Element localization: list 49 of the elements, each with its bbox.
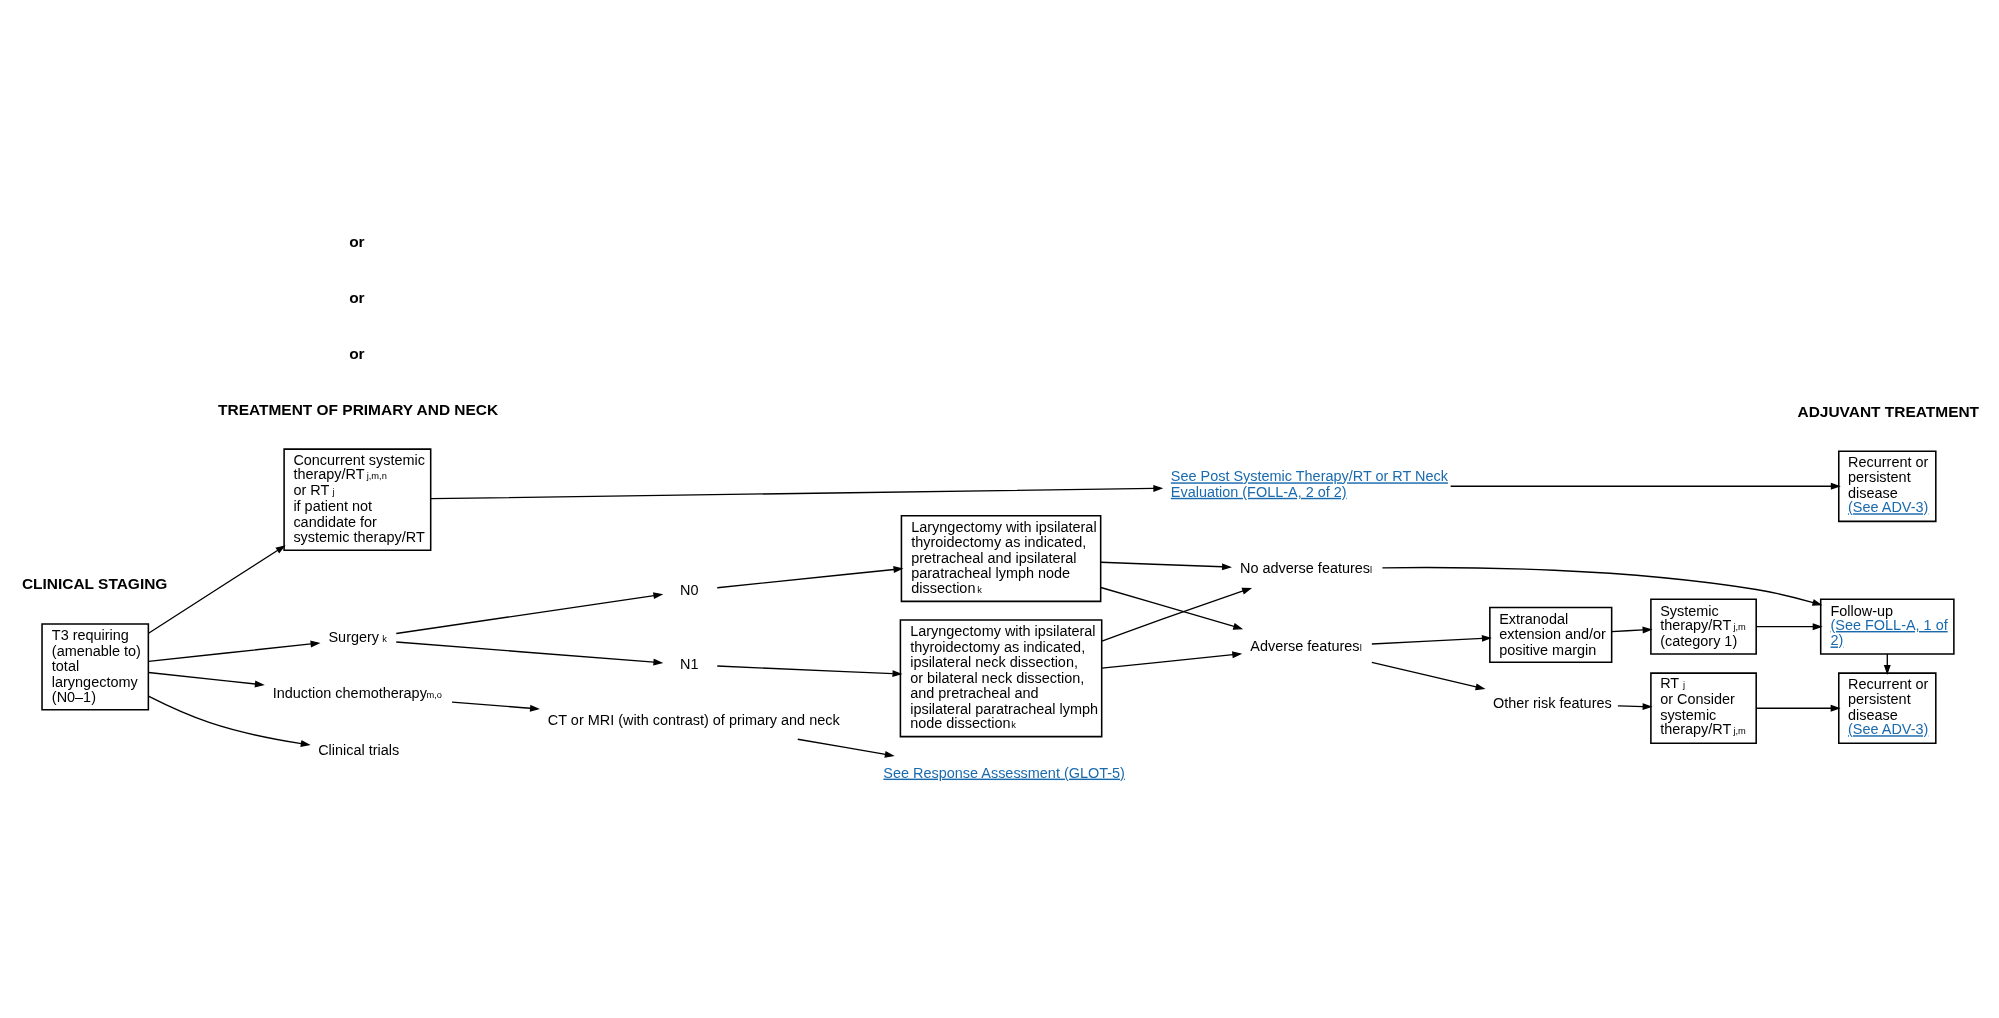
arrow [1371, 634, 1492, 645]
arrow [451, 700, 540, 712]
label: TREATMENT OF PRIMARY AND NECK [218, 400, 499, 418]
arrow [1100, 561, 1232, 570]
label: ADJUVANT TREATMENT [1797, 402, 1980, 420]
node-text: See Response Assessment (GLOT-5) [883, 764, 1125, 781]
arrow [1611, 626, 1653, 633]
label: CLINICAL STAGING [21, 574, 168, 592]
arrow [1755, 704, 1841, 712]
node-box: T3 requiring (amenable to) total laryngectomy (N0–1) [41, 622, 150, 711]
arrow [1371, 661, 1486, 690]
node-box: Extranodal extension and/or positive margin [1489, 606, 1613, 663]
arrow [147, 695, 311, 747]
node-text: Clinical trials [318, 741, 400, 758]
arrow [1381, 566, 1823, 606]
arrow [430, 484, 1164, 499]
node-box: RTj or Consider systemic therapy/RTj,m [1650, 671, 1757, 744]
node-text: No adverse featuresl [1240, 559, 1373, 576]
arrow [716, 664, 903, 677]
node-text: See Post Systemic Therapy/RT or RT Neck Evaluation (FOLL-A, 2 of 2) [1170, 467, 1448, 500]
node-text: N1 [680, 655, 699, 672]
node-box: Laryngectomy with ipsilateral thyroidectomy as indicated, pretracheal and ipsilateral paratracheal lymph node dissectionk [900, 514, 1102, 602]
arrow [1101, 650, 1243, 669]
arrow [797, 738, 895, 758]
arrow [147, 544, 286, 634]
label: or [349, 232, 365, 250]
arrow [1100, 586, 1244, 630]
arrow [395, 640, 664, 666]
node-box: Concurrent systemic therapy/RTj,m,n or RTj if patient not candidate for systemic therapy/RT [283, 447, 432, 551]
arrow [395, 591, 664, 634]
label: or [349, 344, 365, 362]
node-box: Laryngectomy with ipsilateral thyroidectomy as indicated, ipsilateral neck dissection, or bilateral neck dissection, and pretracheal and ipsilateral paratracheal lymph node dissectionk [899, 618, 1103, 737]
label: or [349, 288, 365, 306]
arrow [1450, 482, 1841, 490]
arrow [1755, 622, 1823, 630]
node-box: Follow-up (See FOLL-A, 1 of 2) [1819, 598, 1955, 655]
node-text: CT or MRI (with contrast) of primary and neck [547, 711, 840, 728]
node-text: Other risk features [1492, 694, 1612, 711]
arrow [1101, 587, 1253, 642]
node-box: Recurrent or persistent disease (See ADV-3) [1838, 449, 1937, 522]
node-text: Induction chemotherapym,o [272, 684, 443, 701]
node-box: Recurrent or persistent disease (See ADV-3) [1838, 671, 1937, 744]
arrow [1617, 702, 1653, 710]
node-text: Adverse featuresl [1250, 637, 1362, 654]
node-box: Systemic therapy/RTj,m (category 1) [1650, 598, 1757, 655]
arrow [716, 565, 904, 588]
node-text: N0 [680, 581, 699, 598]
arrow [147, 671, 265, 687]
arrow [147, 640, 321, 662]
